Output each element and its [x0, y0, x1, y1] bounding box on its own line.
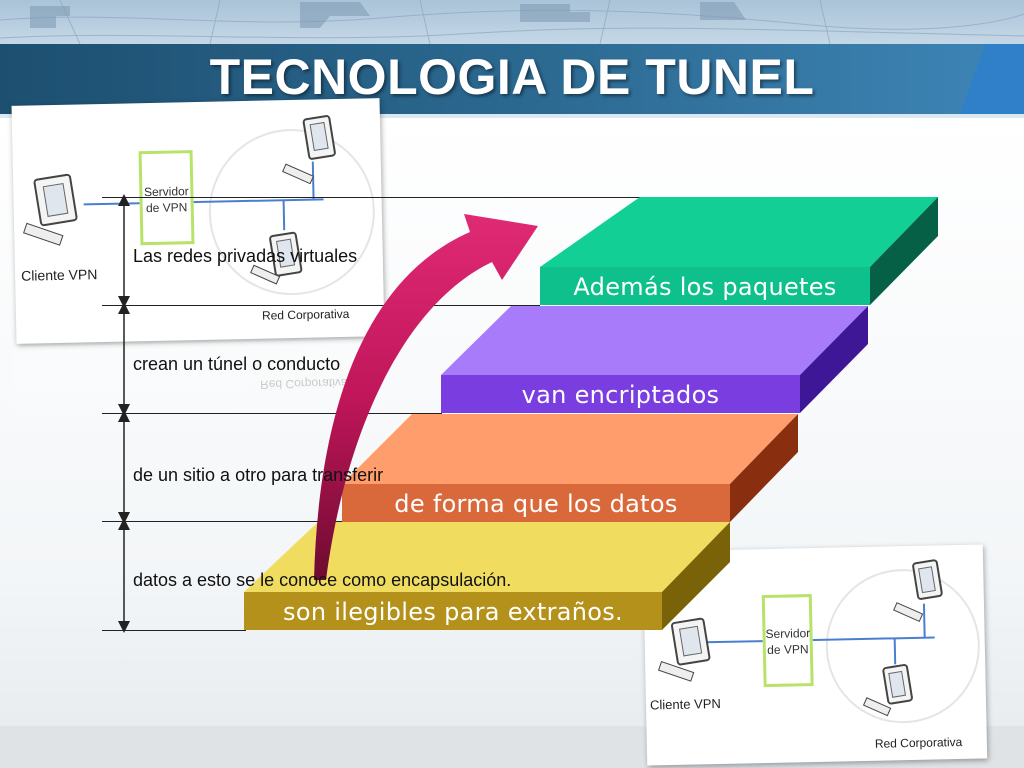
step-1	[540, 197, 938, 305]
corporate-computer-icon-bottom-2	[862, 664, 913, 717]
vpn-network-graphic-bottom	[657, 559, 980, 724]
step-2-label: van encriptados	[521, 381, 720, 409]
step-2-top	[441, 306, 868, 375]
row-line-3	[102, 413, 442, 414]
step-4-front	[244, 592, 662, 630]
description-line-4: datos a esto se le conoce como encapsula…	[133, 570, 512, 590]
step-1-front	[540, 267, 870, 305]
vpn-network-graphic	[23, 115, 375, 296]
page-title: TECNOLOGIA DE TUNEL	[209, 49, 815, 105]
row-line-4	[102, 521, 344, 522]
step-2-side	[800, 306, 868, 413]
step-3	[342, 414, 798, 522]
step-4-label: son ilegibles para extraños.	[283, 598, 623, 626]
row-line-1	[102, 197, 640, 198]
step-4-top	[244, 522, 730, 592]
client-computer-icon-bottom	[657, 617, 711, 682]
description-line-1: Las redes privadas virtuales	[133, 246, 358, 266]
step-3-label: de forma que los datos	[394, 490, 678, 518]
step-3-side	[730, 414, 798, 522]
step-3-top	[342, 414, 798, 484]
curved-arrow-shape	[314, 214, 538, 580]
step-1-top	[540, 197, 938, 267]
curved-arrow	[314, 214, 538, 580]
vpn-network-diagram-bottom: Servidor de VPN Cliente VPN Red Corporat…	[642, 544, 988, 766]
row-line-5	[102, 630, 246, 631]
vpn-network-diagram-top: Servidor de VPN Cliente VPN Red Corporat…	[11, 98, 385, 344]
step-2-front	[441, 375, 800, 413]
step-1-label: Además los paquetes	[573, 273, 837, 301]
description-line-3: de un sitio a otro para transferir	[133, 465, 384, 485]
step-1-side	[870, 197, 938, 305]
map-lines	[0, 0, 1024, 45]
corporate-computer-icon-2	[250, 231, 303, 285]
step-4-side	[662, 522, 730, 630]
corporate-computer-icon-bottom-1	[893, 559, 943, 623]
client-computer-icon	[23, 173, 78, 246]
row-line-2	[102, 305, 540, 306]
corporate-computer-icon-1	[282, 115, 336, 185]
step-2	[441, 306, 868, 413]
step-4	[244, 522, 730, 630]
step-3-front	[342, 484, 730, 522]
description-line-2: crean un túnel o conducto	[133, 354, 341, 374]
